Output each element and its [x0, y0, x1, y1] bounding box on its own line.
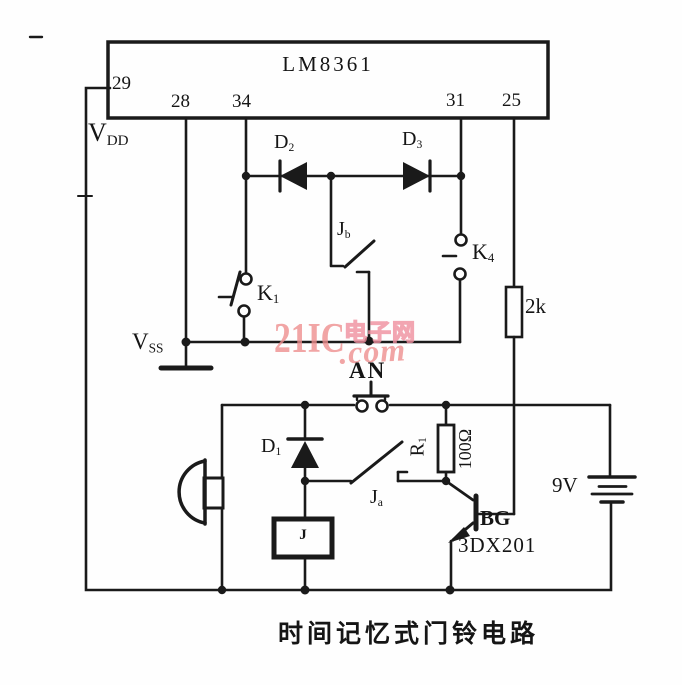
junction-dots [181, 171, 466, 595]
watermark-site-name: 电子网 [343, 320, 416, 345]
label-r1: R1 [406, 437, 430, 457]
pin-31-label: 31 [446, 90, 465, 111]
label-ja: Ja [370, 486, 383, 509]
label-d1: D1 [261, 435, 282, 458]
resistor-r1-symbol [436, 403, 456, 483]
battery-symbol [587, 403, 637, 504]
switch-k1-symbol [217, 270, 253, 344]
label-transistor-model: 3DX201 [458, 533, 537, 557]
label-r1-value: 100Ω [455, 428, 475, 470]
resistor-2k-symbol [476, 285, 524, 516]
pin-25-label: 25 [502, 90, 521, 111]
contact-jb-symbol [329, 174, 376, 343]
ic-title: LM8361 [282, 52, 374, 76]
label-relay-j: J [299, 527, 307, 543]
label-an: AN [349, 358, 387, 383]
pin-29-label: 29 [112, 73, 131, 94]
label-vss: VSS [132, 329, 164, 356]
button-an-symbol [352, 380, 390, 413]
label-vdd: VDD [88, 118, 129, 149]
label-k4: K4 [472, 239, 495, 266]
diode-d2-symbol [278, 159, 307, 193]
ic-chip-outline [106, 40, 550, 120]
speaker-symbol [177, 458, 225, 526]
label-bg: BG [480, 506, 511, 530]
outer-loop-wire [28, 35, 613, 592]
label-battery-voltage: 9V [552, 473, 578, 497]
relay-coil-symbol [271, 516, 335, 592]
switch-k4-symbol [441, 233, 468, 344]
pin-wires [184, 116, 516, 344]
label-2k: 2k [525, 294, 546, 318]
diode-d3-symbol [403, 159, 432, 193]
label-jb: Jb [337, 218, 351, 241]
pin-28-label: 28 [171, 91, 190, 112]
label-d2: D2 [274, 131, 295, 154]
diode-d1-symbol [286, 403, 324, 521]
label-d3: D3 [402, 128, 423, 151]
caption-title: 时间记忆式门铃电路 [278, 621, 540, 648]
transistor-symbol [444, 479, 479, 592]
pin-34-label: 34 [232, 91, 251, 112]
watermark-brand: 21IC [274, 316, 345, 362]
label-k1: K1 [257, 280, 280, 307]
contact-ja-symbol [303, 440, 445, 485]
